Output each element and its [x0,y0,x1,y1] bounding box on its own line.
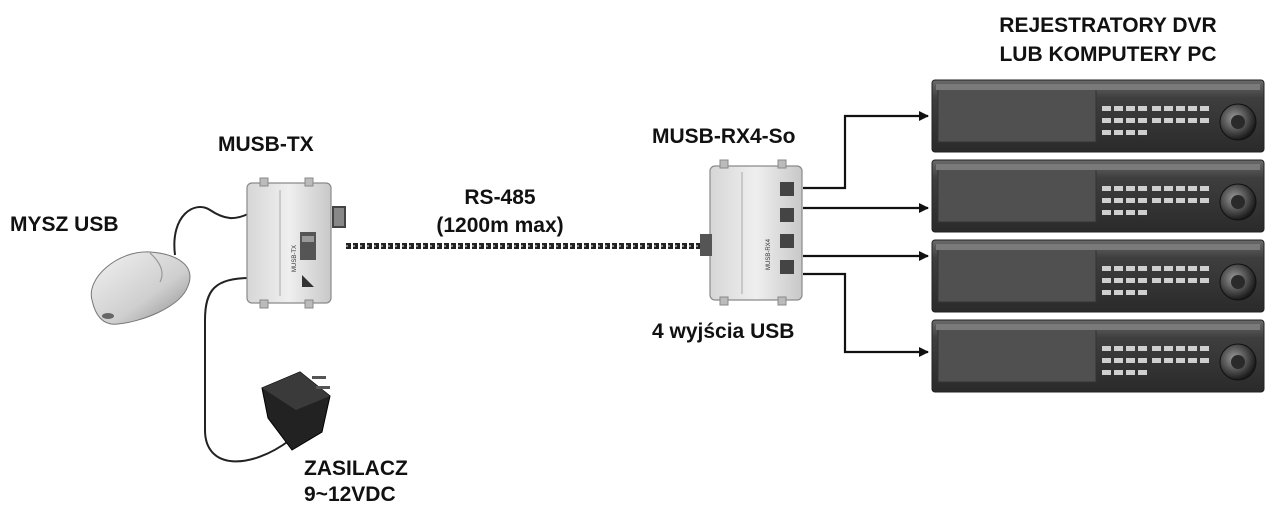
mouse-cable [173,206,249,256]
output-line-1 [803,111,929,190]
power-cable [204,277,291,463]
dvr-unit-3 [931,239,1265,313]
musb-tx-device-icon: MUSB-TX [246,177,346,309]
dvr-stack [931,79,1265,393]
musb-rx4-device-icon: MUSB-RX4 [700,159,803,306]
dvr-unit-2 [931,159,1265,233]
transmitter-label: MUSB-TX [218,133,314,156]
mouse-label: MYSZ USB [10,213,119,236]
output-line-4 [803,272,929,357]
power-supply-label-line2: 9~12VDC [304,483,396,506]
outputs-label: 4 wyjścia USB [652,320,795,343]
dvr-title-line2: LUB KOMPUTERY PC [999,43,1217,66]
power-supply-label-line1: ZASILACZ [304,457,408,480]
receiver-label: MUSB-RX4-So [652,125,796,148]
cable-length-label: (1200m max) [436,214,564,237]
power-adapter-icon [261,371,331,451]
cable-type-label: RS-485 [464,186,536,209]
dvr-unit-4 [931,319,1265,393]
usb-output-lines [803,111,929,357]
dvr-title-line1: REJESTRATORY DVR [999,14,1217,37]
tx-side-marking: MUSB-TX [292,245,298,272]
usb-mouse-icon [90,251,191,325]
rx-side-marking: MUSB-RX4 [766,238,772,270]
dvr-unit-1 [931,79,1265,153]
